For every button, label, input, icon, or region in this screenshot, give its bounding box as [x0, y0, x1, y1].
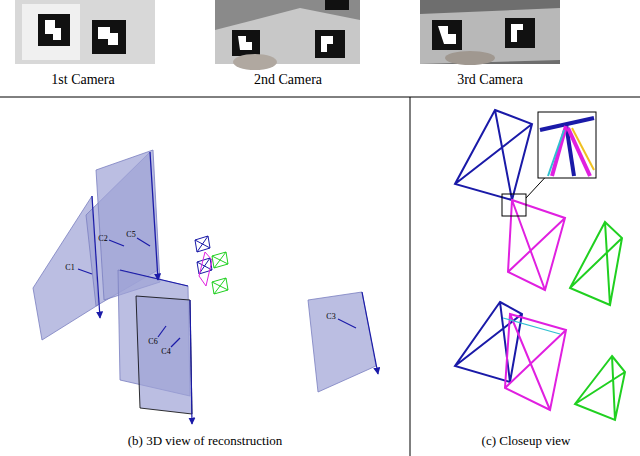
camera-photo	[420, 0, 560, 65]
camera-id: C1	[65, 264, 74, 273]
camera-id: C3	[326, 313, 335, 322]
divider-line	[410, 97, 411, 456]
camera-caption: 1st Camera	[51, 72, 114, 87]
camera-caption: 2nd Camera	[254, 72, 322, 87]
marker-wireframe	[455, 110, 625, 420]
camera-id: C6	[148, 338, 157, 347]
image-plane	[33, 150, 376, 414]
camera-caption: 3rd Camera	[457, 72, 523, 87]
camera-id: C5	[126, 231, 135, 240]
plane-axis	[78, 152, 378, 424]
marker-wireframe	[195, 236, 228, 294]
camera-photo	[215, 0, 360, 70]
subfigure-caption: (c) Closeup view	[482, 434, 571, 448]
camera-photo	[15, 0, 155, 64]
divider-line	[0, 97, 640, 98]
zoom-inset	[502, 112, 596, 216]
camera-id: C2	[98, 235, 107, 244]
camera-id: C4	[161, 348, 170, 357]
subfigure-caption: (b) 3D view of reconstruction	[128, 434, 283, 448]
